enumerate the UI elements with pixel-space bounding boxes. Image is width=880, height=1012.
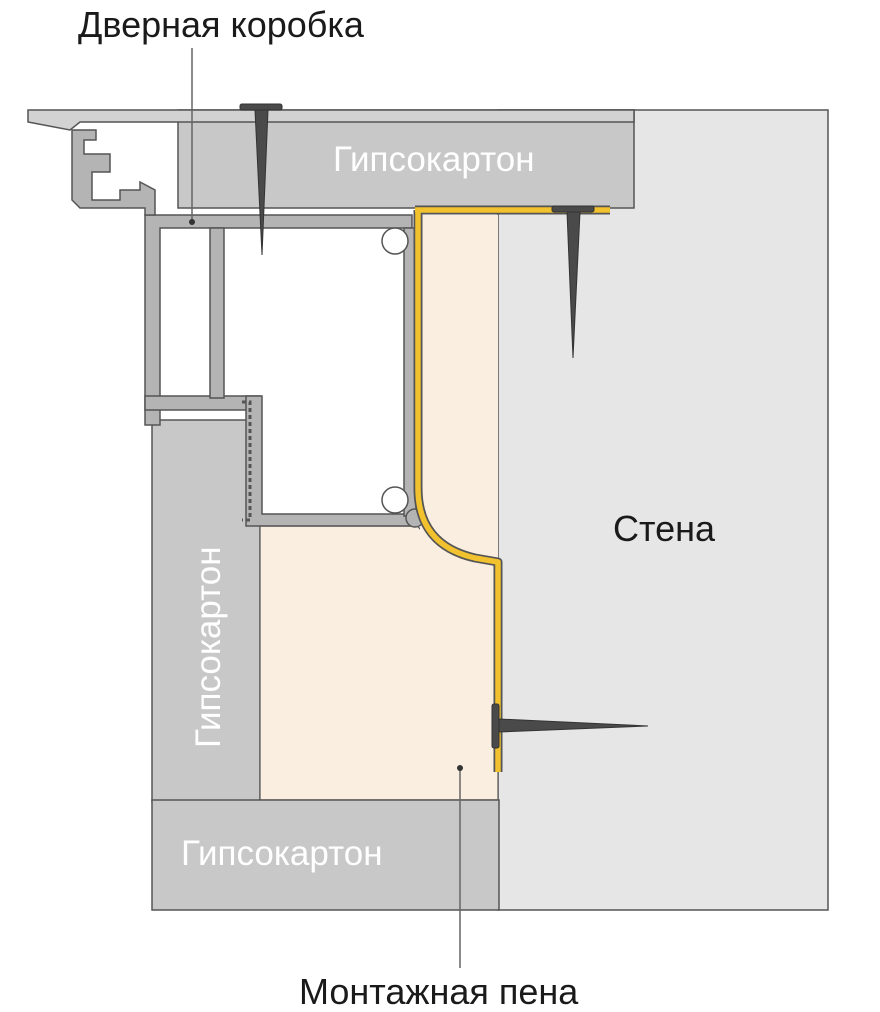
screw-trim-side [491, 703, 649, 749]
drywall-side-label: Гипсокартон [189, 546, 228, 748]
mounting-foam-fill [259, 518, 499, 801]
screw-trim-top [551, 205, 595, 359]
drywall-bottom-label: Гипсокартон [181, 834, 383, 873]
foam-leader-dot [457, 765, 463, 771]
mounting-foam-upper [420, 215, 498, 560]
door-frame-leader-dot [189, 219, 195, 225]
door-frame-top-plate [27, 109, 635, 131]
drywall-side-panel [151, 419, 261, 803]
wall-block [497, 109, 829, 911]
door-frame-label: Дверная коробка [78, 4, 365, 45]
door-frame-profile [71, 129, 425, 528]
foam-label: Монтажная пена [299, 971, 579, 1012]
drywall-bottom-panel [151, 799, 500, 911]
wall-label: Стена [613, 508, 716, 549]
screw-drywall-top [239, 103, 283, 256]
drywall-top-label: Гипсокартон [333, 140, 535, 179]
drywall-top-panel [177, 109, 635, 209]
